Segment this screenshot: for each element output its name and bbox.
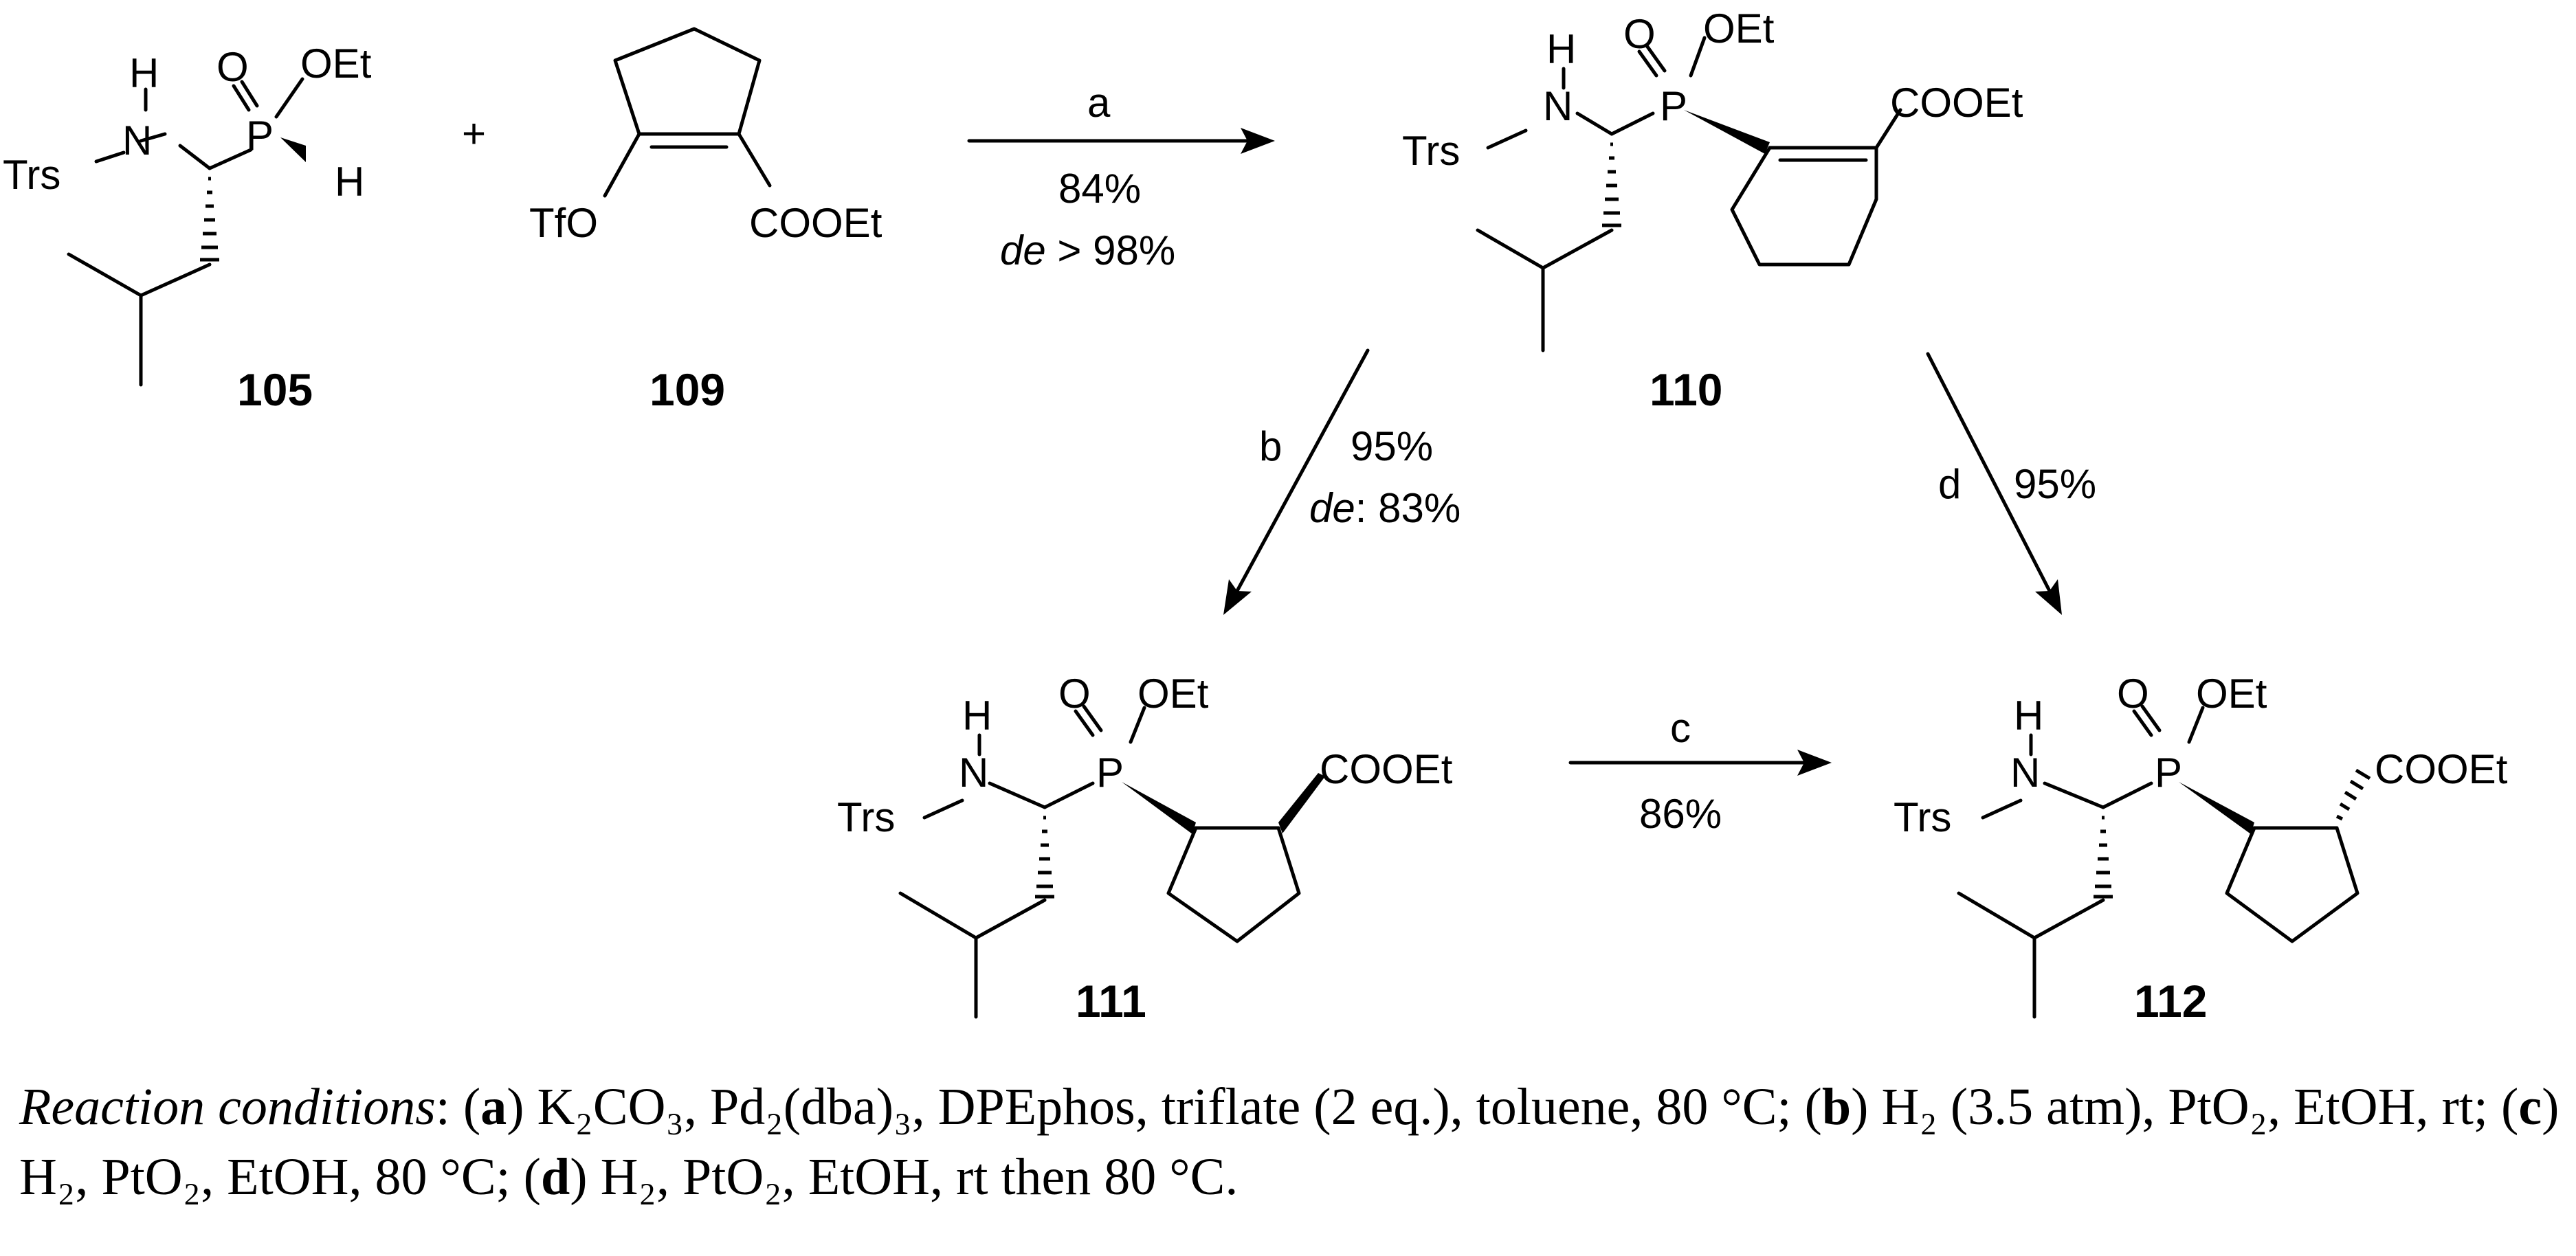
step-b-label: b (1259, 423, 1282, 469)
atom-p: P (246, 113, 274, 159)
step-a-label: a (1087, 80, 1111, 126)
compound-number: 111 (1076, 976, 1146, 1027)
step-a-yield: 84% (1058, 166, 1141, 212)
compound-number: 112 (2134, 976, 2207, 1027)
condition-text: H₂, PtO₂, EtOH, 80 °C; (19, 1148, 511, 1206)
group-ester: COOEt (2375, 746, 2508, 792)
condition-text: H₂ (3.5 atm), PtO₂, EtOH, rt; (1881, 1078, 2489, 1136)
atom-p: P (2155, 750, 2182, 796)
step-d-yield: 95% (2014, 461, 2096, 507)
step-b-de: de: 83% (1309, 485, 1461, 531)
step-c-yield: 86% (1639, 791, 1722, 837)
atom-o: O (2117, 671, 2149, 717)
group-oet: OEt (300, 41, 372, 87)
arrow-step-c (1568, 750, 1832, 776)
condition-key: c (2518, 1078, 2542, 1136)
atom-h: H (962, 693, 992, 739)
compound-number: 110 (1650, 364, 1722, 415)
group-trs: Trs (1894, 794, 1951, 840)
atom-h: H (1546, 26, 1576, 72)
atom-o: O (216, 44, 249, 90)
plus-sign: + (462, 111, 486, 157)
compound-111: H N Trs O OEt P COOEt 111 (837, 671, 1453, 1027)
atom-h: H (2014, 693, 2043, 739)
step-a-de: de > 98% (1000, 227, 1175, 273)
arrow-step-a (967, 128, 1275, 154)
group-trs: Trs (1402, 128, 1460, 174)
atom-n: N (959, 750, 988, 796)
atom-h: H (335, 159, 364, 205)
group-oet: OEt (1703, 5, 1775, 52)
step-b-yield: 95% (1351, 423, 1433, 469)
group-trs: Trs (837, 794, 895, 840)
atom-n: N (122, 117, 152, 164)
compound-105: H N Trs O OEt P H 105 (3, 41, 372, 415)
group-ester: COOEt (1890, 80, 2023, 126)
reaction-conditions-caption: Reaction conditions: (a) K₂CO₃, Pd₂(dba)… (19, 1078, 2560, 1206)
group-oet: OEt (2196, 671, 2267, 717)
step-c-label: c (1670, 705, 1691, 751)
condition-key: d (540, 1148, 570, 1206)
compound-number: 105 (237, 364, 313, 415)
arrow-step-d (1926, 352, 2062, 615)
condition-text: H₂, PtO₂, EtOH, rt then 80 °C. (600, 1148, 1239, 1206)
group-trs: Trs (3, 152, 60, 198)
atom-p: P (1096, 750, 1124, 796)
group-ester: COOEt (1320, 746, 1453, 792)
compound-number: 109 (649, 364, 725, 415)
condition-key: a (480, 1078, 507, 1136)
group-ester: COOEt (749, 200, 882, 246)
atom-n: N (2010, 750, 2040, 796)
compound-109: TfO COOEt 109 (529, 27, 882, 415)
atom-o: O (1623, 11, 1656, 57)
caption-title: Reaction conditions (19, 1078, 436, 1136)
compound-112: H N Trs O OEt P COOEt 112 (1894, 671, 2508, 1027)
compound-110: H N Trs O OEt P COOEt 110 (1402, 5, 2023, 415)
step-d-label: d (1938, 461, 1961, 507)
atom-p: P (1660, 83, 1687, 129)
group-otf: TfO (529, 200, 598, 246)
condition-key: b (1821, 1078, 1852, 1136)
arrow-step-b (1223, 348, 1370, 615)
atom-n: N (1543, 83, 1573, 129)
atom-h: H (129, 50, 159, 96)
atom-o: O (1058, 671, 1091, 717)
condition-text: K₂CO₃, Pd₂(dba)₃, DPEphos, triflate (2 e… (537, 1078, 1792, 1136)
group-oet: OEt (1137, 671, 1209, 717)
